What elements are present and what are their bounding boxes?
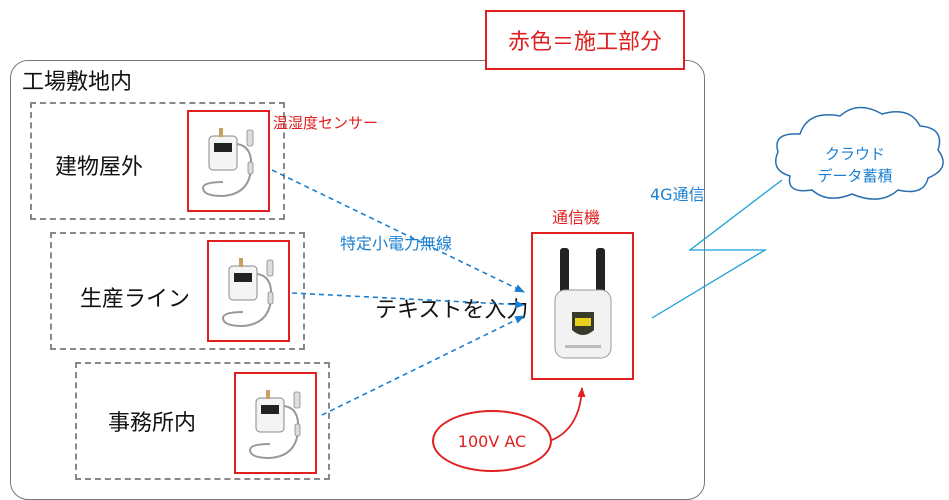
power-label: 100V AC xyxy=(457,431,527,451)
zone-label-office: 事務所内 xyxy=(108,411,197,436)
cellular-lightning-icon xyxy=(651,179,783,319)
cloud-label-overlay-line1: クラウド xyxy=(824,145,885,163)
sensor-icon-office xyxy=(249,389,301,459)
wireless-arrow-production-line xyxy=(291,292,525,309)
cellular-label: 4G通信 xyxy=(650,185,705,204)
wireless-arrow-office xyxy=(321,315,525,416)
zone-office xyxy=(75,362,330,480)
placeholder-text: テキストを入力 xyxy=(375,298,529,323)
wireless-arrow-outdoor xyxy=(271,169,525,293)
zone-production-line xyxy=(50,232,305,350)
gateway-label: 通信機 xyxy=(552,208,601,227)
legend-box: 赤色＝施工部分 xyxy=(485,10,685,70)
premises-title: 工場敷地内 xyxy=(22,70,133,95)
power-supply-ellipse: 100V AC xyxy=(432,410,552,472)
sensor-icon-production-line xyxy=(222,257,274,327)
legend-text: 赤色＝施工部分 xyxy=(507,30,662,55)
sensor-label: 温湿度センサー xyxy=(273,114,379,132)
wireless-label: 特定小電力無線 xyxy=(340,234,453,253)
gateway-icon xyxy=(554,248,612,359)
power-arrow xyxy=(551,387,586,441)
zone-label-production-line: 生産ライン xyxy=(80,287,191,312)
cloud-label-overlay: クラウド データ蓄積 xyxy=(790,143,920,187)
cloud-label-overlay-line2: データ蓄積 xyxy=(817,167,893,185)
cloud-icon xyxy=(775,106,944,200)
zone-label-outdoor: 建物屋外 xyxy=(55,155,144,180)
zone-outdoor xyxy=(30,102,285,220)
sensor-icon-outdoor xyxy=(202,127,254,197)
